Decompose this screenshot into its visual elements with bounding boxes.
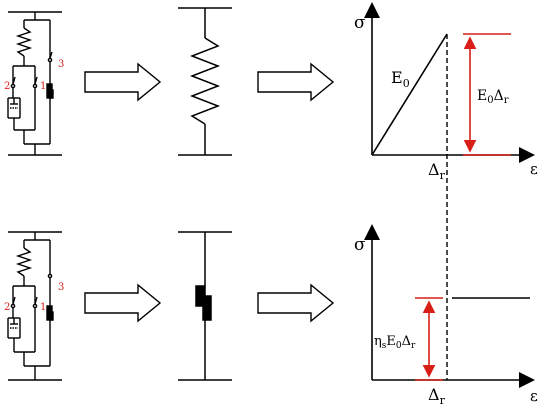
hollow-arrow-icon: [84, 62, 162, 102]
x-axis-label-bottom: ε: [530, 387, 538, 405]
slider-element: [178, 231, 232, 381]
switch-label-1-top: 1: [40, 81, 46, 92]
x-marker-top: Δr: [428, 160, 446, 182]
level-label: ηsE0Δr: [374, 334, 416, 351]
slope-label: E0: [391, 68, 410, 90]
composite-model-bottom: [7, 231, 62, 381]
y-axis-label-top: σ: [354, 13, 366, 33]
stress-strain-plot-top: [364, 2, 535, 380]
x-axis-label-top: ε: [530, 160, 538, 178]
hollow-arrow-icon: [257, 283, 335, 323]
switch-label-3-bottom: 3: [58, 282, 64, 293]
switch-label-1-bottom: 1: [40, 302, 46, 313]
y-axis-label-bottom: σ: [354, 235, 366, 255]
hollow-arrow-icon: [257, 62, 335, 102]
elastic-line: [371, 33, 448, 156]
switch-label-2-top: 2: [4, 81, 10, 92]
x-marker-bottom: Δr: [428, 385, 446, 407]
switch-label-3-top: 3: [58, 59, 64, 70]
spring-element: [178, 7, 232, 156]
height-label: E0Δr: [477, 88, 509, 106]
spring-mini: [15, 27, 33, 57]
composite-model-top: [7, 11, 62, 156]
switch-label-2-bottom: 2: [4, 302, 10, 313]
stress-strain-plot-bottom: [364, 224, 535, 388]
hollow-arrow-icon: [84, 283, 162, 323]
